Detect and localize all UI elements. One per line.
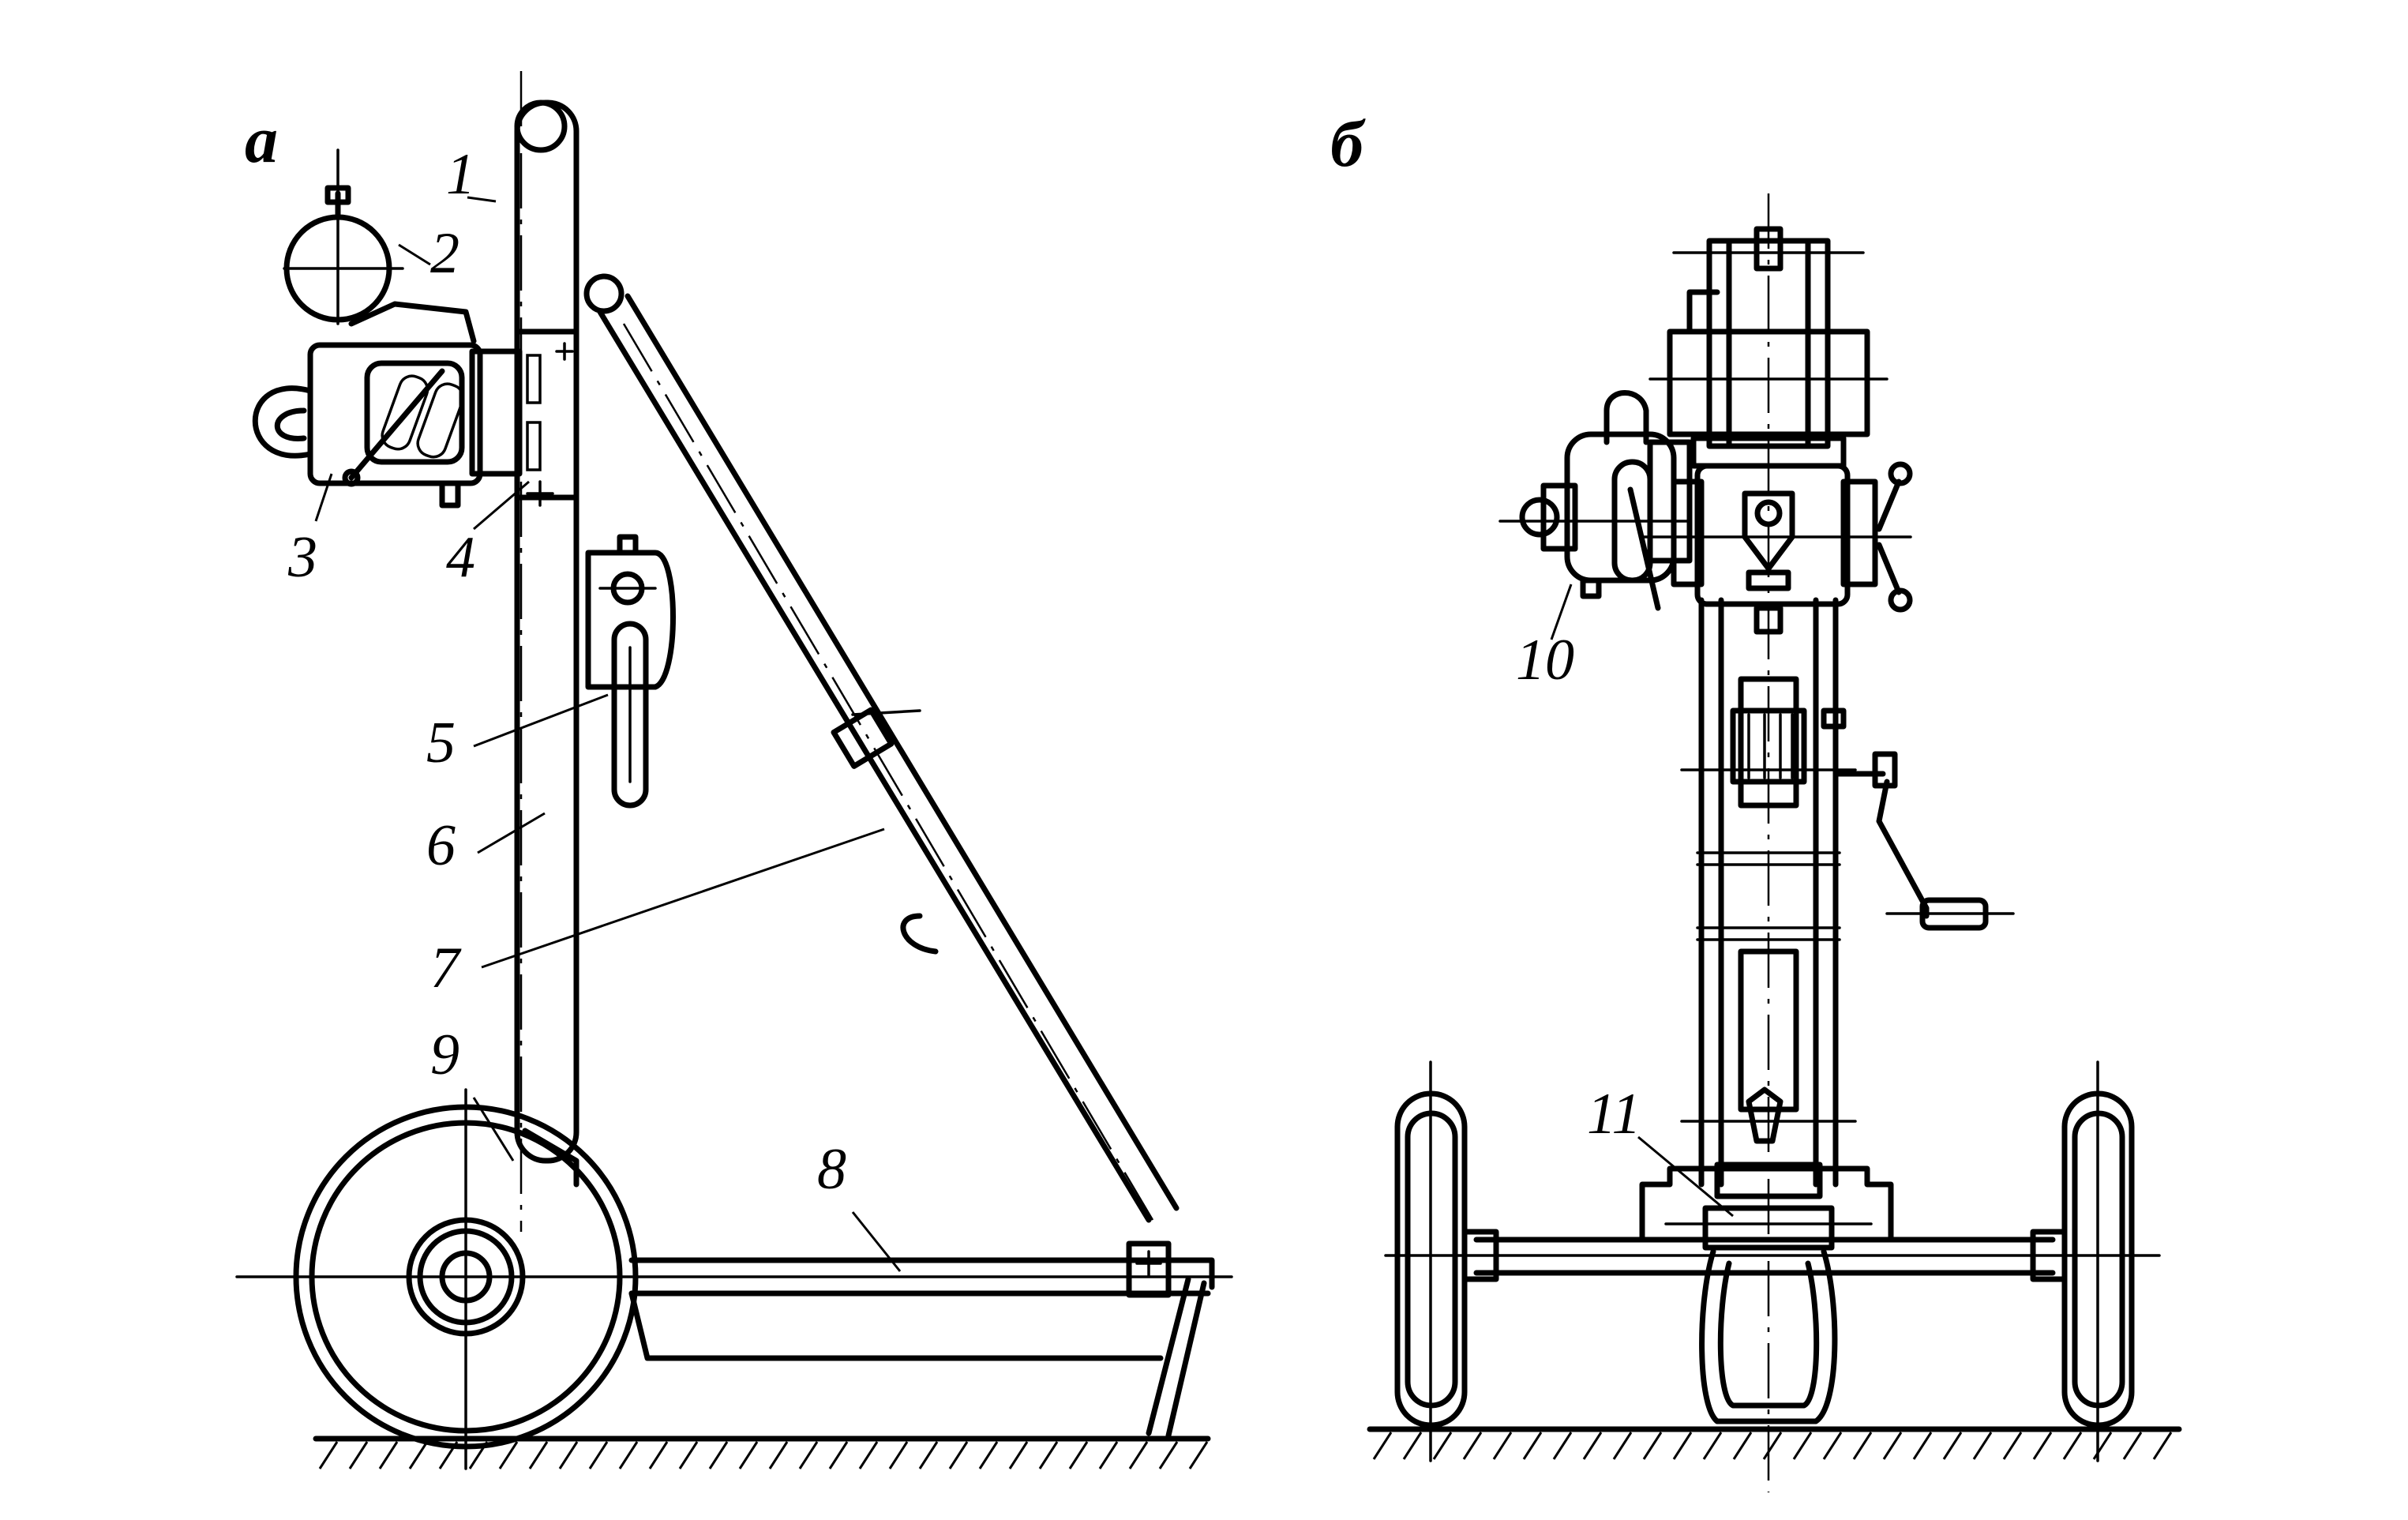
ground-hatch-line	[1942, 1432, 1963, 1460]
ground-hatch-line	[1882, 1432, 1903, 1460]
ground-hatch-line	[1038, 1441, 1059, 1469]
ground-hatch-line	[1972, 1432, 1993, 1460]
front-hand-crank	[1832, 751, 2015, 931]
ground-hatch-line	[2062, 1432, 2083, 1460]
ground-hatch-line	[1702, 1432, 1723, 1460]
brace-strut	[583, 273, 1180, 1223]
ground-hatch-line	[1642, 1432, 1663, 1460]
callout-6: 6	[426, 813, 456, 878]
ground-hatch-line	[918, 1441, 939, 1469]
ground-hatch-line	[558, 1441, 579, 1469]
front-engine	[1498, 390, 1693, 611]
front-view: б 10 11	[1330, 107, 2182, 1492]
ground-hatch-line	[1552, 1432, 1573, 1460]
ground-hatch-line	[1612, 1432, 1633, 1460]
rotator-carriage	[439, 328, 579, 509]
ground-hatch-line	[1462, 1432, 1483, 1460]
ground-hatch-line	[708, 1441, 729, 1469]
front-wheel-left	[1394, 1060, 1468, 1462]
ground-hatch-line	[1008, 1441, 1029, 1469]
callout-8: 8	[817, 1137, 846, 1202]
ground-hatch-line	[498, 1441, 519, 1469]
ground-hatch-line	[348, 1441, 369, 1469]
ground-hatch-line	[1582, 1432, 1603, 1460]
ground-right	[1367, 1426, 2182, 1460]
ground-hatch-line	[1432, 1432, 1453, 1460]
ground-hatch-line	[978, 1441, 999, 1469]
hand-winch	[585, 534, 676, 809]
callout-11: 11	[1587, 1082, 1641, 1147]
ground-hatch-line	[1732, 1432, 1753, 1460]
ground-hatch-line	[678, 1441, 699, 1469]
callout-9: 9	[430, 1023, 459, 1087]
ground-hatch-line	[738, 1441, 759, 1469]
callout-1: 1	[446, 142, 475, 207]
front-wheel-right	[2061, 1060, 2135, 1462]
ground-hatch-line	[1098, 1441, 1119, 1469]
ground-hatch-line	[2122, 1432, 2143, 1460]
ground-hatch-line	[1762, 1432, 1783, 1460]
side-wheel	[293, 1088, 639, 1470]
ground-hatch-line	[1128, 1441, 1149, 1469]
ground-hatch-line	[528, 1441, 549, 1469]
front-leaders	[1550, 584, 1734, 1218]
view-label-a: а	[245, 103, 278, 177]
ground-hatch-line	[2152, 1432, 2173, 1460]
ground-hatch-line	[408, 1441, 429, 1469]
front-base	[1639, 1162, 1894, 1424]
callout-3: 3	[287, 525, 317, 590]
callout-10: 10	[1516, 628, 1574, 692]
ground-hatch-line	[2002, 1432, 2023, 1460]
ground-hatch-line	[618, 1441, 639, 1469]
ground-hatch-line	[1402, 1432, 1423, 1460]
mast	[514, 71, 579, 1232]
base-frame	[235, 1240, 1233, 1439]
front-mast	[1680, 597, 1857, 1188]
ground-hatch-line	[1188, 1441, 1209, 1469]
side-view: а 1 2 3 4 5 6 7 8 9	[235, 71, 1233, 1470]
callout-7: 7	[430, 936, 462, 1000]
ground-hatch-line	[828, 1441, 849, 1469]
ground-hatch-line	[768, 1441, 789, 1469]
ground-hatch-line	[1792, 1432, 1813, 1460]
ground-hatch-line	[1522, 1432, 1543, 1460]
callout-4: 4	[446, 525, 475, 590]
ground-hatch-line	[378, 1441, 399, 1469]
ground-hatch-line	[1912, 1432, 1933, 1460]
front-rotator	[1641, 461, 1913, 635]
ground-hatch-line	[588, 1441, 609, 1469]
ground-hatch-line	[1158, 1441, 1179, 1469]
callout-2: 2	[430, 221, 459, 286]
ground-hatch-line	[1068, 1441, 1089, 1469]
ground-hatch-line	[1372, 1432, 1393, 1460]
ground-hatch-line	[2032, 1432, 2053, 1460]
engine-unit	[252, 301, 483, 487]
ground-hatch-line	[1492, 1432, 1513, 1460]
ground-hatch-line	[318, 1441, 339, 1469]
ground-hatch-line	[948, 1441, 969, 1469]
ground-hatch-line	[1822, 1432, 1843, 1460]
gauge-ball	[283, 148, 404, 325]
ground-hatch-line	[888, 1441, 909, 1469]
front-axle	[1384, 1229, 2161, 1282]
ground-hatch-line	[1852, 1432, 1873, 1460]
ground-hatch-line	[648, 1441, 669, 1469]
ground-hatch-line	[858, 1441, 879, 1469]
ground-hatch-line	[1672, 1432, 1693, 1460]
callout-5: 5	[426, 711, 456, 775]
view-label-b: б	[1330, 107, 1366, 181]
side-leaders	[314, 196, 902, 1272]
ground-hatch-line	[798, 1441, 819, 1469]
front-top-assembly	[1648, 226, 1889, 469]
